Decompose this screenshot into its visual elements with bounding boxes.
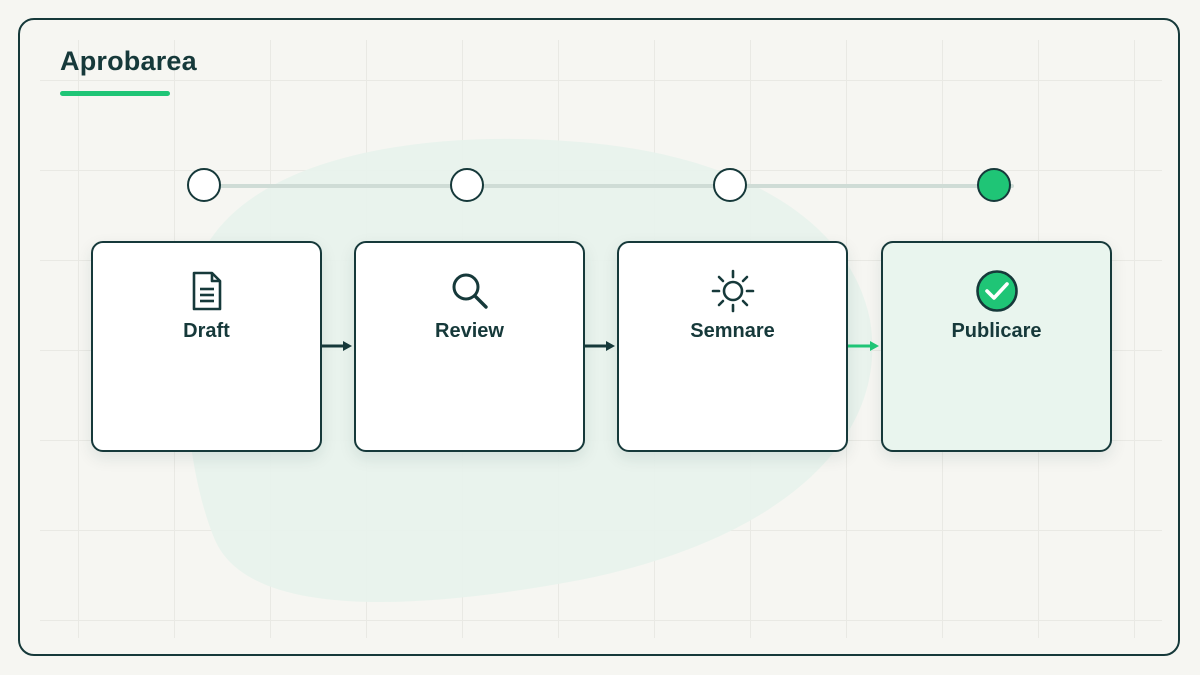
step-card-publicare: Publicare: [881, 241, 1112, 452]
diagram-title: Aprobarea: [60, 46, 197, 76]
step-label-semnare: Semnare: [690, 320, 775, 342]
arrow-semnare-to-publicare: [848, 341, 879, 351]
step-label-publicare: Publicare: [951, 320, 1042, 342]
step-label-draft: Draft: [183, 320, 230, 342]
step-label-review: Review: [435, 320, 504, 342]
check-circle-icon: [975, 270, 1018, 312]
diagram-frame: Aprobarea Draft Review: [18, 18, 1180, 656]
step-card-draft: Draft: [91, 241, 322, 452]
step-node-semnare: [713, 168, 747, 202]
search-icon: [452, 273, 488, 309]
arrow-review-to-semnare: [584, 341, 615, 351]
progress-track: [206, 184, 1014, 188]
step-node-review: [450, 168, 484, 202]
sun-icon: [711, 269, 754, 313]
step-node-publicare: [977, 168, 1011, 202]
arrow-draft-to-review: [321, 341, 352, 351]
step-node-draft: [187, 168, 221, 202]
step-card-review: Review: [354, 241, 585, 452]
document-icon: [192, 271, 221, 311]
title-underline: [60, 91, 170, 96]
step-card-semnare: Semnare: [617, 241, 848, 452]
